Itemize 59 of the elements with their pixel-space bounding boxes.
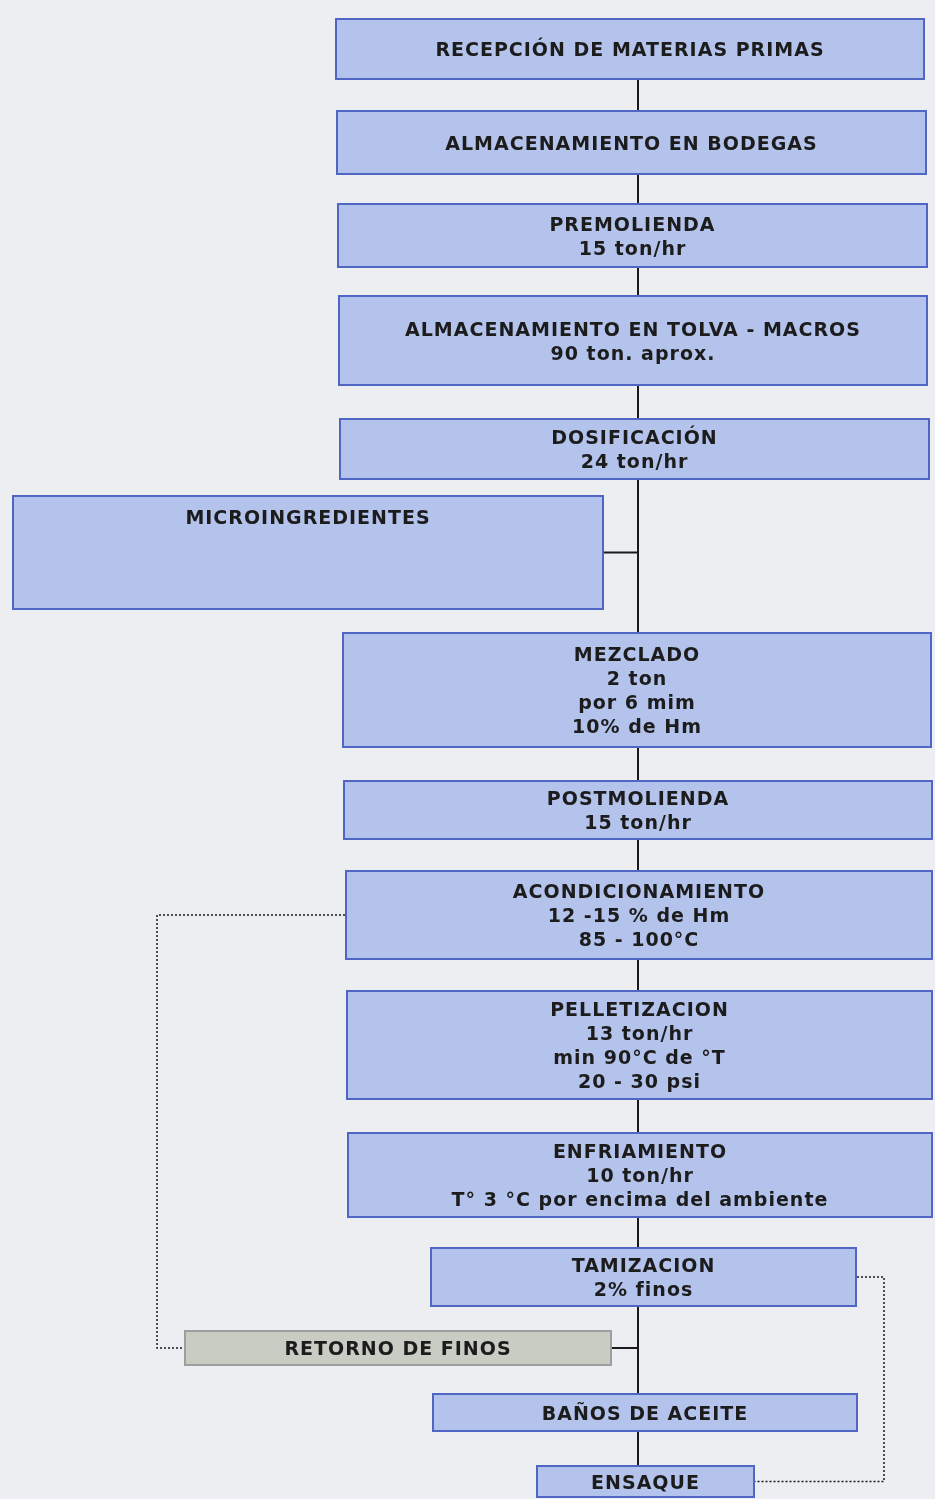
connector-line — [637, 79, 639, 111]
process-box — [430, 1247, 857, 1307]
process-box — [432, 1393, 858, 1432]
connector-line — [637, 959, 639, 991]
step-title: DOSIFICACIÓN — [551, 425, 718, 449]
process-box — [343, 780, 933, 840]
connector-line — [637, 839, 639, 871]
step-title: PELLETIZACION — [550, 997, 729, 1021]
step-title: PREMOLIENDA — [549, 211, 716, 236]
step-detail: 20 - 30 psi — [577, 1069, 701, 1093]
step-title: TAMIZACION — [571, 1253, 716, 1277]
process-box — [12, 495, 604, 610]
step-title: ACONDICIONAMIENTO — [512, 879, 766, 903]
step-detail: 24 ton/hr — [580, 449, 689, 473]
process-box — [338, 295, 928, 386]
connector-line — [611, 1306, 639, 1349]
process-box — [339, 418, 930, 480]
step-title: MICROINGREDIENTES — [185, 505, 431, 529]
step-detail: 90 ton. aprox. — [550, 340, 716, 365]
connector-line — [637, 385, 639, 419]
step-detail: T° 3 °C por encima del ambiente — [451, 1187, 829, 1211]
process-box — [345, 870, 933, 960]
step-title: POSTMOLIENDA — [546, 786, 730, 810]
step-detail: 15 ton/hr — [584, 810, 692, 834]
step-detail: 85 - 100°C — [578, 927, 700, 951]
process-box — [347, 1132, 933, 1218]
step-detail: 10 ton/hr — [586, 1163, 694, 1187]
process-box — [342, 632, 932, 748]
step-title: ENFRIAMIENTO — [552, 1139, 728, 1163]
step-detail: 12 -15 % de Hm — [547, 903, 731, 927]
process-box — [536, 1465, 755, 1498]
step-detail: por 6 mim — [578, 690, 696, 714]
process-box — [337, 203, 928, 268]
step-detail: 10% de Hm — [572, 714, 702, 738]
process-box — [335, 18, 925, 80]
process-box — [184, 1330, 612, 1366]
dotted-connector — [156, 914, 346, 1349]
connector-line — [637, 1431, 639, 1466]
process-box — [346, 990, 933, 1100]
step-title: RECEPCIÓN DE MATERIAS PRIMAS — [435, 37, 825, 61]
step-detail: 2% finos — [593, 1277, 694, 1301]
step-detail: min 90°C de °T — [553, 1045, 726, 1069]
connector-line — [637, 1217, 639, 1248]
step-title: ENSAQUE — [591, 1469, 700, 1494]
connector-line — [637, 267, 639, 296]
step-title: ALMACENAMIENTO EN BODEGAS — [445, 130, 818, 155]
connector-line — [637, 747, 639, 781]
dotted-connector — [754, 1276, 885, 1483]
process-box — [336, 110, 927, 175]
step-detail: 15 ton/hr — [578, 235, 687, 260]
step-title: MEZCLADO — [573, 642, 701, 666]
step-detail: 2 ton — [606, 666, 668, 690]
step-detail: 13 ton/hr — [585, 1021, 694, 1045]
connector-line — [637, 1099, 639, 1133]
step-title: BAÑOS DE ACEITE — [541, 1400, 749, 1425]
step-title: RETORNO DE FINOS — [284, 1336, 512, 1360]
connector-line — [603, 551, 639, 633]
step-title: ALMACENAMIENTO EN TOLVA - MACROS — [405, 316, 861, 341]
connector-line — [637, 174, 639, 204]
